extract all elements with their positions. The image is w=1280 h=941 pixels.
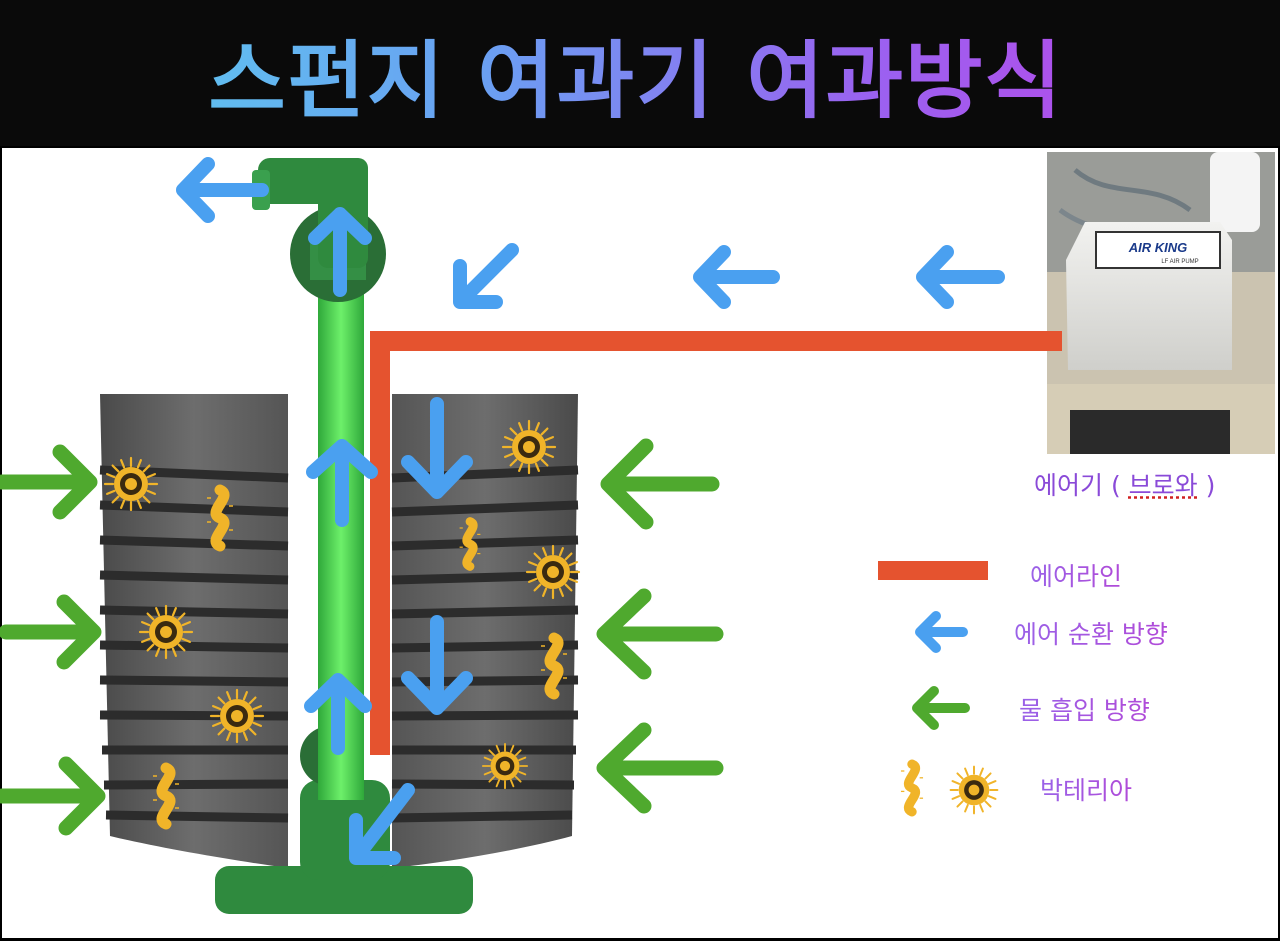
bacteria-cocci-icon: [138, 604, 194, 660]
air-arrow-icon: [453, 243, 519, 309]
title-bar: [0, 0, 1280, 146]
air-arrow-icon: [304, 673, 372, 755]
air-arrow-icon: [349, 783, 415, 865]
water-arrow-icon: [0, 594, 102, 670]
legend-bacteria-cocci-icon: [949, 765, 999, 815]
water-arrow-icon: [0, 444, 98, 520]
air-arrow-icon: [693, 245, 780, 309]
air-pump-photo: AIR KING LF AIR PUMP: [1047, 152, 1275, 454]
pump-brand-text: AIR KING: [1128, 240, 1188, 255]
legend-air-line-swatch: [878, 561, 988, 580]
bacteria-cocci-icon: [103, 456, 159, 512]
water-arrow-icon: [596, 722, 724, 814]
air-arrow-icon: [401, 397, 473, 499]
left-sponge: [99, 394, 289, 868]
right-sponge: [391, 394, 579, 868]
page-title: 스펀지 여과기 여과방식: [0, 14, 1276, 135]
air-arrow-icon: [916, 245, 1005, 309]
pump-model-text: LF AIR PUMP: [1161, 259, 1198, 265]
bacteria-cocci-icon: [501, 419, 557, 475]
air-arrow-icon: [308, 207, 372, 297]
water-arrow-icon: [0, 756, 106, 836]
legend-air-flow-label: 에어 순환 방향: [1014, 615, 1168, 651]
legend-bacteria-rod-icon: [901, 764, 923, 812]
air-arrow-icon: [306, 439, 378, 527]
air-arrow-icon: [176, 157, 269, 223]
legend-bacteria-label: 박테리아: [1040, 771, 1132, 807]
air-arrow-icon: [401, 615, 473, 715]
air-pump-label: 에어기 ( 브로와 ): [1034, 471, 1216, 500]
bacteria-cocci-icon: [209, 688, 265, 744]
water-arrow-icon: [596, 588, 724, 680]
legend-water-arrow-icon: [912, 686, 970, 730]
legend-air-arrow-icon: [915, 611, 968, 653]
air-line: [370, 331, 1062, 755]
legend-air-line-label: 에어라인: [1030, 557, 1122, 593]
bacteria-cocci-icon: [481, 742, 529, 790]
water-arrow-icon: [600, 438, 720, 530]
legend-water-intake-label: 물 흡입 방향: [1019, 691, 1150, 727]
bacteria-cocci-icon: [525, 544, 581, 600]
